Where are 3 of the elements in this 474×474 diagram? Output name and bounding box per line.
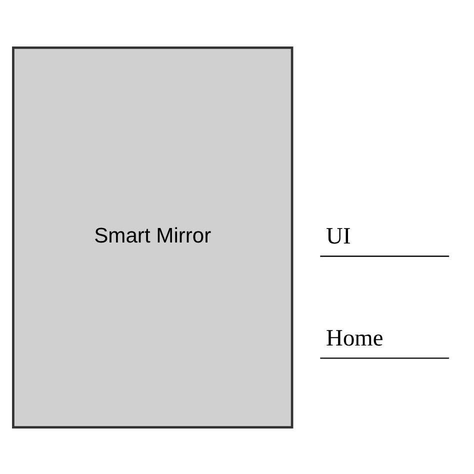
label: UI (326, 222, 351, 249)
node-box: Smart Mirror (12, 46, 294, 428)
label: Home (326, 324, 384, 351)
